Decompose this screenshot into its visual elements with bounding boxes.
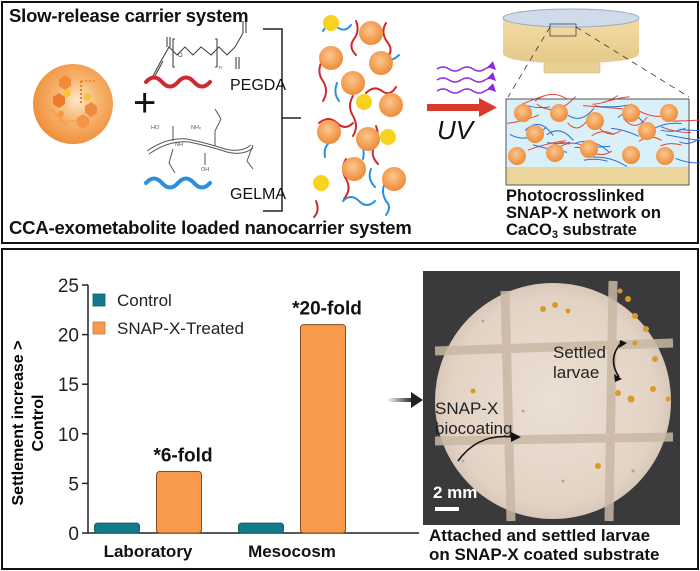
settled-label: Settled [553, 343, 606, 362]
gelma-structure-icon [146, 108, 254, 174]
mesh-strand [611, 127, 639, 137]
mesh-strand [679, 128, 700, 131]
mesh-strand [665, 134, 700, 142]
substrate-word: substrate [557, 221, 637, 239]
pegda-label: PEGDA [230, 77, 287, 94]
photo-caption-line2: on SNAP-X coated substrate [429, 545, 660, 564]
mesh-strand [623, 117, 648, 126]
result-arrow-icon [387, 392, 423, 408]
plus-sign: + [133, 81, 156, 125]
uv-label: UV [437, 115, 474, 145]
photo-caption-line1: Attached and settled larvae [429, 526, 651, 545]
process-arrow-icon [427, 98, 497, 117]
uv-light-icon [436, 61, 496, 94]
mesh-strand [660, 143, 682, 147]
gelma-wave-icon [144, 176, 212, 190]
mesh-strand [660, 127, 686, 132]
pegda-repeat-label: n [219, 65, 222, 71]
network-caption: Photocrosslinked SNAP-X network on CaCO3… [506, 187, 661, 241]
mesh-strand [660, 126, 692, 134]
y-tick-label: 5 [68, 474, 79, 495]
panel-title: Slow-release carrier system [9, 5, 249, 26]
gelma-label: GELMA [230, 186, 287, 203]
pegda-oxygen-label: O [178, 53, 183, 59]
network-caption-line2: SNAP-X network on [506, 204, 661, 222]
gelma-nh-label: NH [175, 142, 183, 148]
pegda-structure-icon [152, 21, 247, 77]
mixing-bracket [263, 28, 301, 212]
gelma-oh-label: OH [201, 167, 209, 173]
mesh-strand [524, 123, 554, 137]
mesh-strand [592, 95, 619, 105]
bar-snap-x-treated-mesocosm [300, 324, 346, 534]
scale-bar-label: 2 mm [433, 483, 478, 502]
mesh-strand [679, 136, 700, 144]
legend-swatch [92, 293, 106, 307]
fold-annotation: *6-fold [153, 445, 212, 466]
legend-label: SNAP-X-Treated [117, 319, 244, 338]
mesh-strand [567, 107, 595, 119]
caco3-subscript: 3 [551, 229, 558, 241]
mesh-strand [675, 158, 700, 164]
bar-snap-x-treated-laboratory [156, 470, 202, 534]
substrate-photo-image [423, 271, 680, 525]
photo-caption: Attached and settled larvae on SNAP-X co… [429, 526, 660, 564]
y-axis: 0 5 10 15 20 25 [58, 276, 419, 545]
caco3-formula: CaCO [506, 221, 552, 239]
mesh-strand [546, 130, 574, 141]
mesh-strand [593, 156, 628, 167]
network-caption-line3: CaCO3 substrate [506, 221, 661, 241]
larvae-label: larvae [553, 363, 600, 382]
y-tick-label: 0 [68, 524, 79, 545]
legend-label: Control [117, 291, 172, 310]
mesh-strand [527, 140, 566, 151]
x-category-label: Mesocosm [248, 542, 336, 561]
y-tick-label: 20 [58, 326, 79, 347]
mesh-strand [583, 158, 608, 162]
mesh-strand [598, 126, 622, 135]
gelma-nh2-label: NH₂ [191, 125, 201, 131]
y-axis-label-line2: Control [30, 395, 47, 452]
y-axis-label-line1: Settlement increase > [10, 341, 27, 506]
pegda-wave-icon [144, 75, 212, 89]
gelma-ho-label: HO [151, 125, 160, 131]
biocoating-label: biocoating [435, 419, 513, 438]
y-tick-label: 25 [58, 276, 79, 297]
legend-swatch [92, 321, 106, 335]
bar-control-laboratory [94, 522, 140, 534]
mixture-cluster-icon [313, 15, 406, 218]
nanocarrier-subtitle: CCA-exometabolite loaded nanocarrier sys… [9, 217, 412, 238]
bar-control-mesocosm [238, 522, 284, 534]
y-tick-label: 10 [58, 425, 79, 446]
snapx-label: SNAP-X [435, 399, 499, 418]
substrate-photo: Settled larvae SNAP-X biocoating 2 mm [423, 271, 680, 525]
synthesis-diagram: + O n H [33, 8, 700, 218]
fold-annotation: *20-fold [292, 299, 362, 320]
mesh-strand [583, 105, 623, 110]
synthesis-panel: Slow-release carrier system CCA-exometab… [1, 1, 700, 244]
substrate-disc-icon [502, 8, 690, 98]
x-category-label: Laboratory [104, 542, 193, 561]
y-tick-label: 15 [58, 375, 79, 396]
network-caption-line1: Photocrosslinked [506, 187, 645, 205]
nanocarrier-sphere-icon [33, 64, 113, 144]
crosslinked-network-icon [505, 93, 700, 186]
